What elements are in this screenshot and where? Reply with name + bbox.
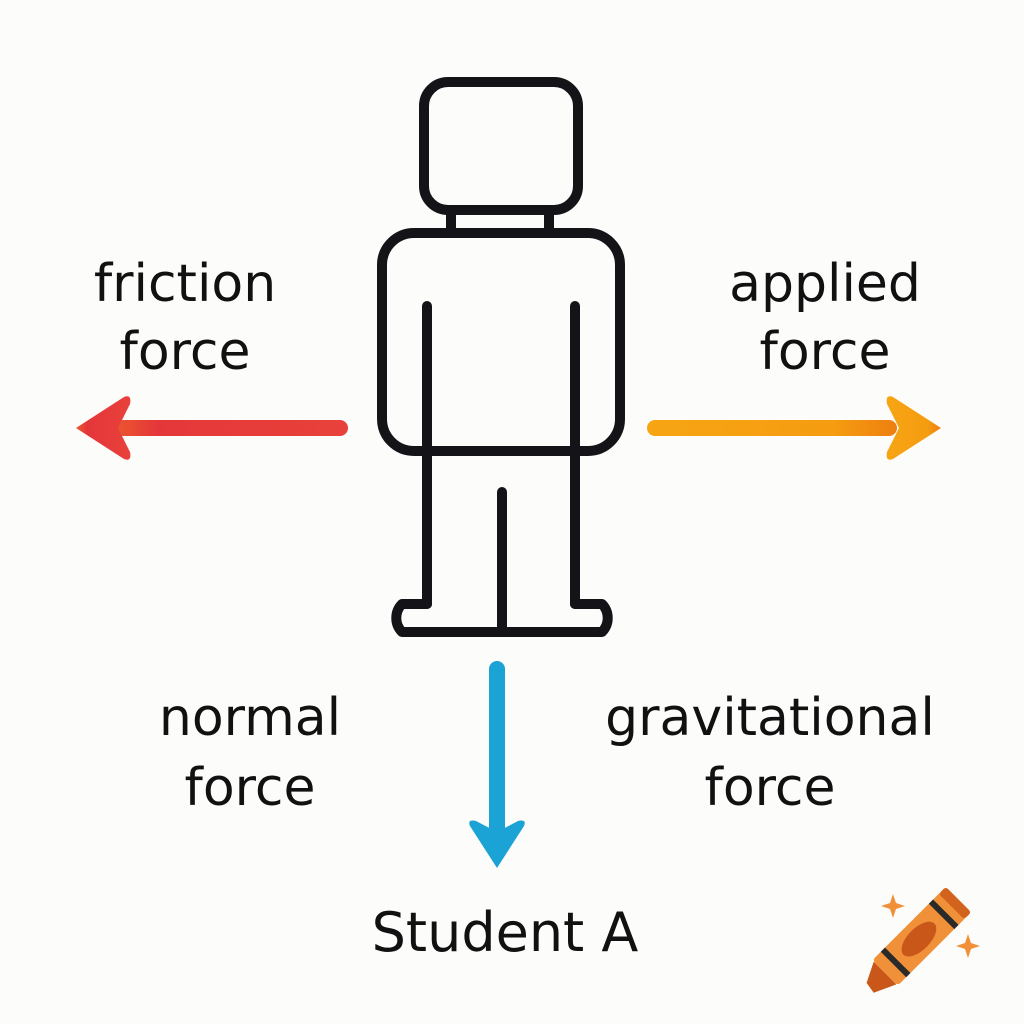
applied-label-line2: force <box>759 322 891 382</box>
applied-label-line1: applied <box>729 254 921 314</box>
crayon-icon <box>866 887 971 993</box>
applied-force-label: applied force <box>700 250 950 386</box>
friction-label-line2: force <box>119 322 251 382</box>
friction-force-arrow <box>76 396 348 460</box>
gravitational-force-label: gravitational force <box>595 683 945 823</box>
figure-head <box>419 77 583 215</box>
applied-force-arrow <box>647 396 941 460</box>
diagram-caption: Student A <box>371 901 639 964</box>
normal-label-line2: force <box>184 758 316 818</box>
gravitational-label-line1: gravitational <box>605 688 935 748</box>
gravitational-label-line2: force <box>704 758 836 818</box>
sparkle-icon <box>881 894 980 958</box>
normal-label-line1: normal <box>158 688 342 748</box>
figure-torso <box>377 228 625 456</box>
normal-force-label: normal force <box>140 683 360 823</box>
gravitational-force-arrow <box>469 661 525 868</box>
friction-force-label: friction force <box>70 250 300 386</box>
friction-label-line1: friction <box>93 254 277 314</box>
person-figure <box>377 77 625 637</box>
